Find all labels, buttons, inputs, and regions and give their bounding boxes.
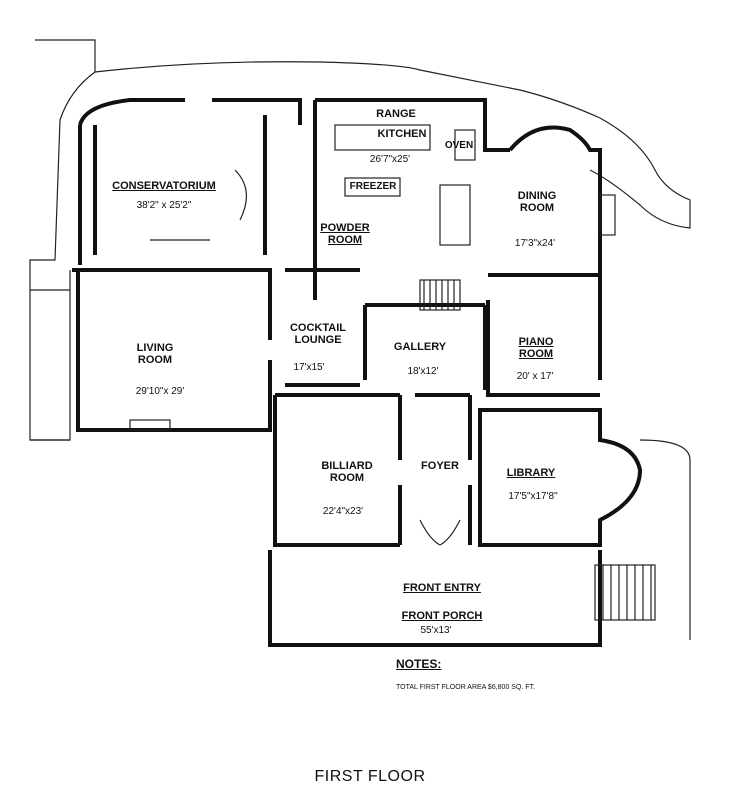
freezer-label: FREEZER: [349, 181, 397, 192]
stair-treads: [602, 565, 652, 620]
living-room-dimensions: 29'10"x 29': [135, 386, 185, 397]
back-stairs: [439, 184, 471, 246]
piano-room-dimensions: 20' x 17': [516, 371, 554, 382]
billiard-room-walls: [273, 393, 402, 547]
notes-text: TOTAL FIRST FLOOR AREA $6,800 SQ. FT.: [396, 684, 536, 691]
billiard-room-label: BILLIARD ROOM: [321, 460, 373, 484]
dining-room-walls: [508, 125, 602, 380]
oven-box: [454, 129, 476, 161]
cocktail-lounge-walls: [285, 268, 360, 387]
oven-label: OVEN: [444, 140, 474, 151]
kitchen-dimensions: 26'7"x25': [369, 154, 411, 165]
dining-room-label: DINING ROOM: [517, 190, 557, 214]
front-entry-label: FRONT ENTRY: [403, 582, 481, 594]
right-terrace: [639, 439, 691, 640]
interior-stairs: [419, 279, 461, 311]
gallery-dimensions: 18'x12': [407, 366, 439, 377]
library-dimensions: 17'5"x17'8": [508, 491, 558, 502]
kitchen-counter: [334, 124, 431, 151]
foyer-walls: [415, 393, 472, 545]
piano-room-label: PIANO ROOM: [518, 336, 554, 360]
front-porch-label: FRONT PORCH: [401, 610, 483, 622]
walkway-curve: [94, 61, 691, 229]
dining-room-dimensions: 17'3"x24': [514, 238, 556, 249]
left-terrace-outline: [30, 289, 70, 441]
floor-title: FIRST FLOOR: [314, 768, 426, 785]
conservatorium-label: CONSERVATORIUM: [112, 180, 216, 192]
powder-room-label: POWDER ROOM: [320, 222, 370, 246]
cocktail-lounge-label: COCKTAIL LOUNGE: [289, 322, 346, 346]
notes-title: NOTES:: [396, 657, 442, 671]
range-label: RANGE: [376, 108, 416, 120]
billiard-room-dimensions: 22'4"x23': [322, 506, 364, 517]
conservatorium-walls: [78, 98, 302, 265]
dining-bay-window: [599, 194, 616, 236]
porch-stairs: [594, 564, 656, 621]
cocktail-lounge-dimensions: 17'x15': [293, 362, 325, 373]
living-room-label: LIVING ROOM: [136, 342, 174, 366]
library-walls: [478, 408, 643, 547]
interior-stair-treads: [423, 280, 455, 310]
kitchen-walls: [313, 98, 510, 300]
conservatorium-arch: [150, 169, 247, 241]
gallery-label: GALLERY: [393, 341, 447, 353]
front-entry-doors: [419, 519, 461, 546]
foyer-label: FOYER: [421, 460, 459, 472]
conservatorium-dimensions: 38'2" x 25'2": [136, 200, 192, 211]
front-porch-dimensions: 55'x13': [420, 625, 452, 636]
kitchen-label: KITCHEN: [377, 128, 427, 140]
living-room-walls: [72, 268, 272, 432]
front-porch-walls: [268, 550, 602, 647]
gallery-walls: [363, 303, 487, 390]
freezer-box: [344, 177, 401, 197]
library-label: LIBRARY: [506, 467, 556, 479]
living-room-door: [129, 419, 171, 431]
terrace-outline: [29, 39, 96, 441]
piano-room-walls: [486, 273, 600, 397]
